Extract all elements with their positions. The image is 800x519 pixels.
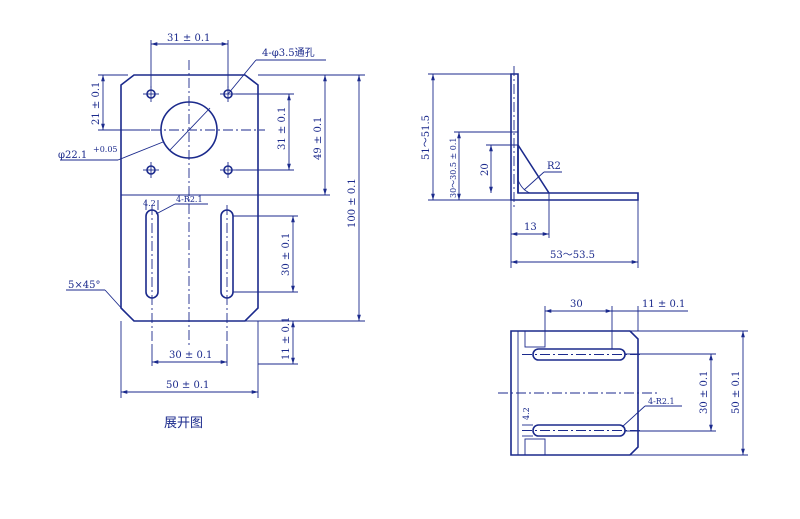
dim-slot-radius: 4-R2.1: [176, 195, 203, 204]
flat-slots: [145, 205, 234, 345]
dim-bottom-slot-length: 30 ± 0.1: [699, 371, 710, 414]
dim-side-height: 51～51.5: [421, 115, 432, 160]
flat-pattern-caption: 展开图: [164, 416, 203, 431]
dim-gusset-range: 30～30.5 ± 0.1: [449, 137, 458, 198]
side-profile: [510, 73, 639, 201]
bottom-view: 30 11 ± 0.1 4.2 4-R2.1 30 ± 0.1 50 ± 0.1: [498, 299, 748, 456]
flat-pattern-view: 31 ± 0.1 4-φ3.5通孔 21 ± 0.1 φ22.1 +0.05 3…: [58, 33, 365, 431]
dim-bottom-slot-spacing: 30: [570, 299, 583, 310]
side-view: 51～51.5 30～30.5 ± 0.1 20 R2 13 53～53.5: [421, 66, 639, 268]
center-bore: [160, 101, 218, 159]
dim-radius: R2: [547, 161, 561, 172]
dim-center-bore: φ22.1: [58, 150, 87, 161]
dim-bottom-slot-radius: 4-R2.1: [648, 397, 675, 406]
dim-center-bore-tol: +0.05: [93, 145, 118, 154]
dim-side-length: 53～53.5: [550, 250, 595, 261]
dim-hole-spacing: 31 ± 0.1: [167, 33, 210, 44]
dim-bottom-offset: 11 ± 0.1: [281, 317, 292, 360]
dim-bottom-edge-offset: 11 ± 0.1: [642, 299, 685, 310]
dim-slot-length: 30 ± 0.1: [281, 233, 292, 276]
dim-bottom-height: 50 ± 0.1: [731, 371, 742, 414]
hole-note: 4-φ3.5通孔: [262, 47, 315, 59]
dim-total-height: 100 ± 0.1: [347, 178, 358, 228]
dim-width: 50 ± 0.1: [166, 380, 209, 391]
dim-gusset-height: 20: [480, 163, 491, 176]
dim-chamfer: 5×45°: [68, 280, 100, 291]
mounting-holes: [143, 86, 236, 178]
dim-right-hole-spacing: 31 ± 0.1: [277, 107, 288, 150]
dim-top-hole-offset: 21 ± 0.1: [91, 82, 102, 125]
dim-slot-width: 4.2: [143, 199, 156, 208]
dim-bottom-slot-width: 4.2: [522, 407, 531, 420]
dim-gusset-base: 13: [524, 222, 537, 233]
gusset: [517, 144, 550, 194]
dim-slot-spacing: 30 ± 0.1: [169, 350, 212, 361]
dim-top-to-bend: 49 ± 0.1: [313, 117, 324, 160]
